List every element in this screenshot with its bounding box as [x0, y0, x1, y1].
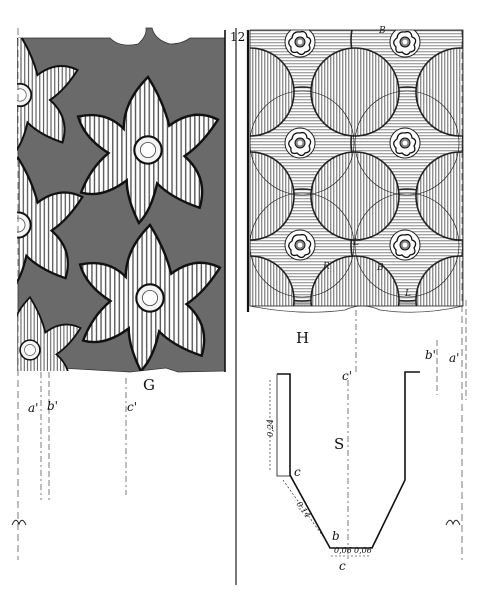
panel-letter-r: R: [323, 262, 330, 272]
guide-label-a-prime-right: a': [449, 351, 460, 365]
panel-letter-l-mid: L: [353, 238, 359, 248]
dimension-0-24: 0,24: [265, 419, 275, 437]
section-point-c-lower: c: [339, 559, 346, 573]
panel-letter-l-low: L: [405, 289, 411, 299]
figure-h-panel: [246, 29, 464, 313]
plate-number: 12: [230, 30, 246, 44]
guide-label-b-prime-right: b': [425, 348, 436, 362]
section-point-c-upper: c: [294, 465, 301, 479]
panel-letter-b: B: [377, 263, 384, 273]
guide-label-b-prime: b': [47, 399, 58, 413]
figure-g-panel: [17, 27, 226, 373]
guide-label-c-prime-left: c': [127, 400, 138, 414]
figure-g-guides: [11, 28, 127, 560]
section-profile: [269, 371, 420, 557]
guide-label-a-prime: a': [28, 401, 39, 415]
figure-h-label: H: [296, 329, 310, 347]
section-point-b: b: [332, 529, 340, 543]
panel-letter-b-top: B: [379, 26, 386, 36]
dimension-0-06-right: 0,06: [354, 546, 372, 555]
figure-g-label: G: [143, 376, 155, 394]
guide-label-c-prime-right: c': [342, 369, 353, 383]
section-label: S: [334, 435, 345, 453]
figure-h-guides: [347, 30, 467, 560]
dimension-0-06-left: 0,06: [334, 546, 352, 555]
